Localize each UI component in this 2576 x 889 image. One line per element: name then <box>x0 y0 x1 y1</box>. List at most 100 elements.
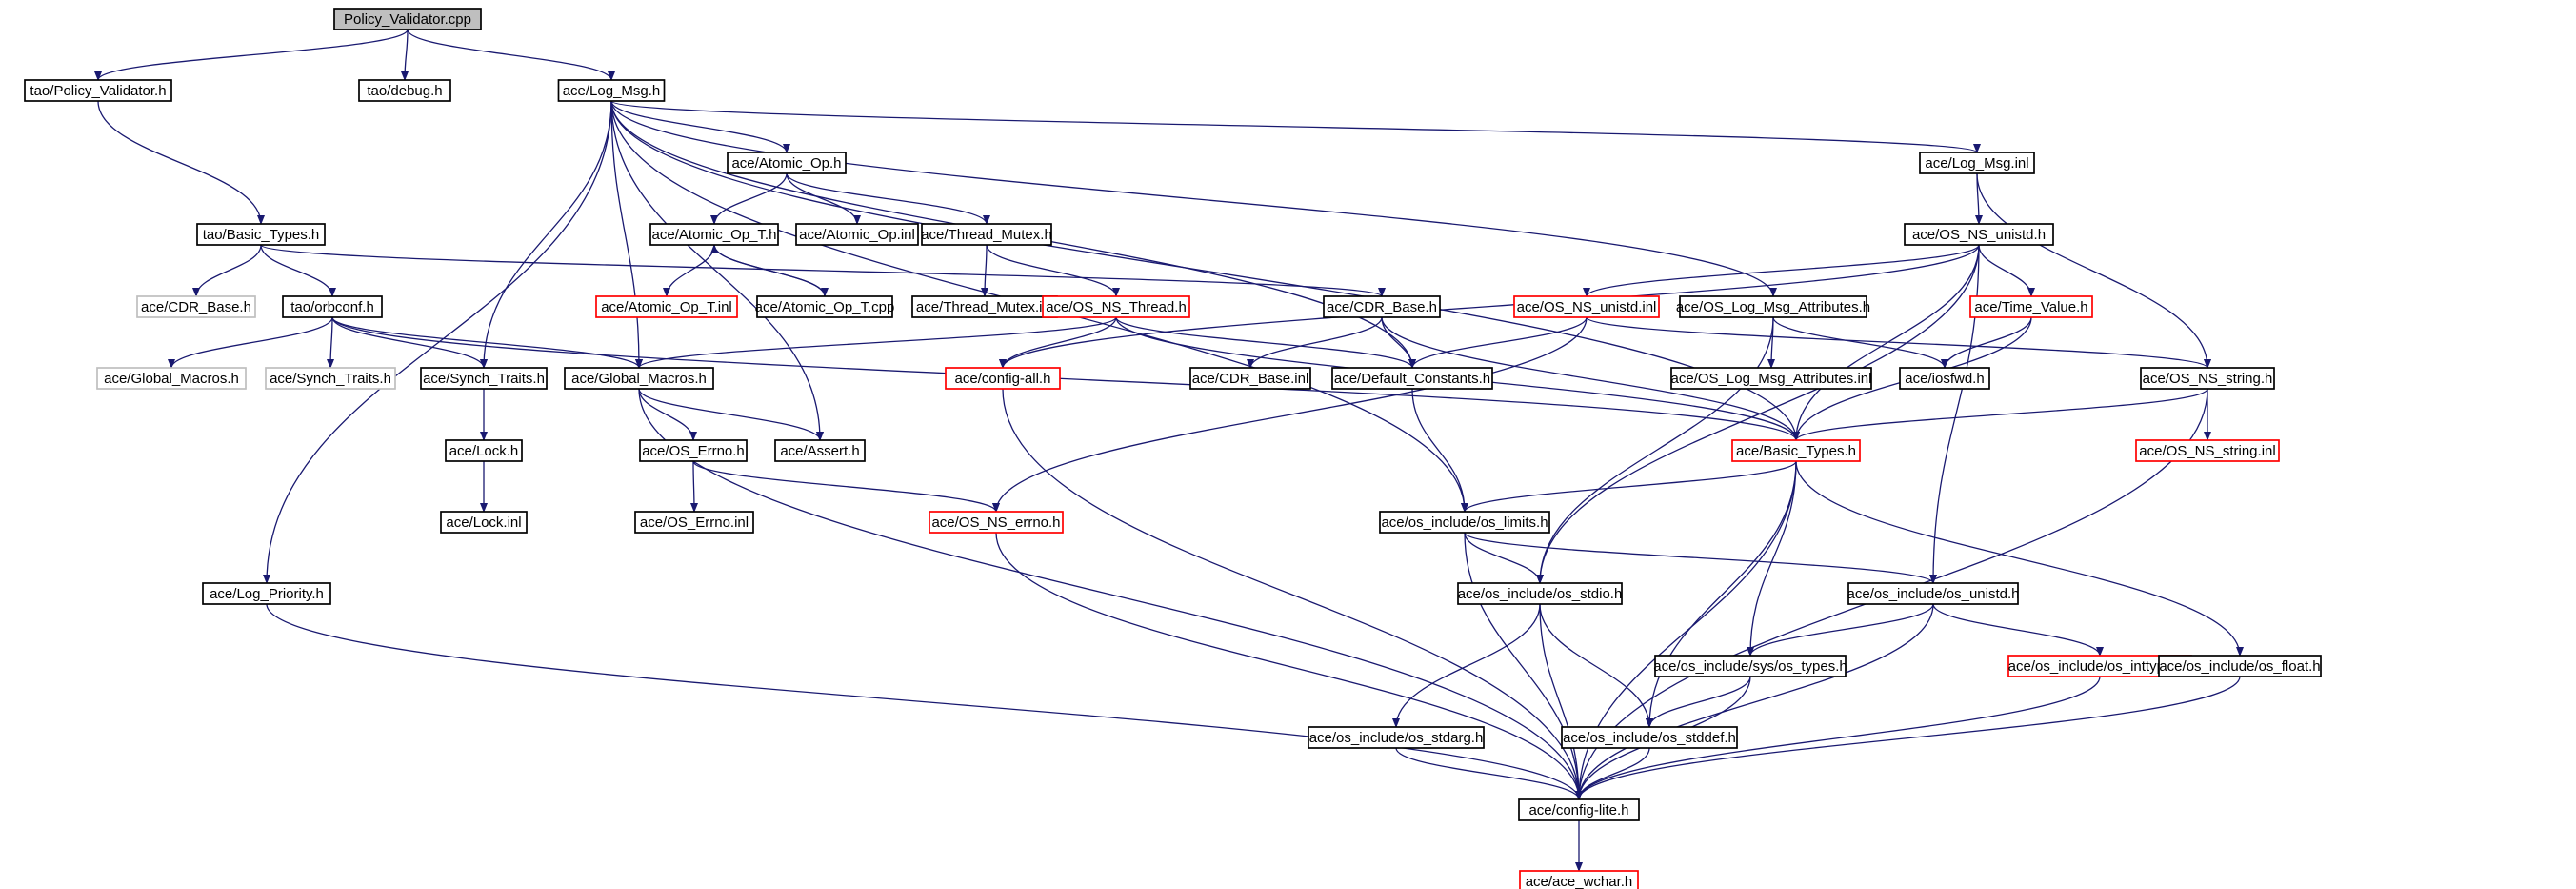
node-ace-global-macros-h[interactable]: ace/Global_Macros.h <box>96 367 247 390</box>
node-label: ace/OS_NS_Thread.h <box>1046 299 1187 315</box>
node-label: ace/Atomic_Op_T.inl <box>601 299 732 315</box>
node-label: ace/Global_Macros.h <box>571 371 707 387</box>
edge-n27-to-n39 <box>1381 316 1800 441</box>
node-box <box>24 79 172 102</box>
node-ace-time-value-h[interactable]: ace/Time_Value.h <box>1969 295 2093 318</box>
node-label: ace/CDR_Base.h <box>1327 299 1437 315</box>
edge-n44-to-n48 <box>1575 676 2101 800</box>
node-ace-lock-h[interactable]: ace/Lock.h <box>445 439 523 462</box>
edge-n1-to-n4 <box>97 100 265 225</box>
edge-n40-to-n48 <box>1464 532 1583 800</box>
node-box <box>1518 798 1640 821</box>
node-label: ace/os_include/os_limits.h <box>1381 515 1548 531</box>
node-box <box>196 223 326 246</box>
node-ace-os-errno-h[interactable]: ace/OS_Errno.h <box>639 439 748 462</box>
node-tao-policy-validator-h[interactable]: tao/Policy_Validator.h <box>24 79 172 102</box>
node-ace-cdr-base-h[interactable]: ace/CDR_Base.h <box>136 295 256 318</box>
node-ace-atomic-op-t-cpp[interactable]: ace/Atomic_Op_T.cpp <box>755 295 895 318</box>
node-tao-orbconf-h[interactable]: tao/orbconf.h <box>282 295 383 318</box>
node-box <box>1919 152 2035 174</box>
edge-n17-to-n20 <box>981 244 989 297</box>
node-ace-os-ns-thread-h[interactable]: ace/OS_NS_Thread.h <box>1042 295 1190 318</box>
node-ace-os-ns-unistd-h[interactable]: ace/OS_NS_unistd.h <box>1904 223 2054 246</box>
edge-n26-to-n48 <box>995 532 1583 800</box>
node-label: ace/Atomic_Op_T.cpp <box>755 299 895 315</box>
node-box <box>1513 295 1660 318</box>
node-ace-os-ns-string-inl[interactable]: ace/OS_NS_string.inl <box>2135 439 2280 462</box>
node-ace-log-priority-h[interactable]: ace/Log_Priority.h <box>202 582 331 605</box>
node-ace-os-errno-inl[interactable]: ace/OS_Errno.inl <box>634 511 754 534</box>
node-ace-log-msg-h[interactable]: ace/Log_Msg.h <box>557 79 666 102</box>
edge-n29-to-n40 <box>1411 388 1468 513</box>
node-box <box>202 582 331 605</box>
node-ace-atomic-op-inl[interactable]: ace/Atomic_Op.inl <box>795 223 919 246</box>
node-ace-atomic-op-t-inl[interactable]: ace/Atomic_Op_T.inl <box>595 295 738 318</box>
node-ace-lock-inl[interactable]: ace/Lock.inl <box>440 511 528 534</box>
edge-n42-to-n43 <box>1747 603 1934 657</box>
node-ace-cdr-base-h[interactable]: ace/CDR_Base.h <box>1323 295 1441 318</box>
node-ace-os-log-msg-attributes-inl[interactable]: ace/OS_Log_Msg_Attributes.inl <box>1670 367 1872 390</box>
edge-n3-to-n31 <box>610 100 1777 297</box>
node-ace-ace-wchar-h[interactable]: ace/ace_wchar.h <box>1519 870 1639 889</box>
node-ace-os-ns-errno-h[interactable]: ace/OS_NS_errno.h <box>929 511 1064 534</box>
edge-n15-to-n18 <box>663 244 715 297</box>
node-box <box>440 511 528 534</box>
node-box <box>945 367 1061 390</box>
edge-n27-to-n29 <box>1381 316 1416 369</box>
node-ace-thread-mutex-h[interactable]: ace/Thread_Mutex.h <box>921 223 1052 246</box>
node-box <box>1457 582 1623 605</box>
node-ace-atomic-op-h[interactable]: ace/Atomic_Op.h <box>727 152 847 174</box>
node-box <box>420 367 548 390</box>
node-ace-log-msg-inl[interactable]: ace/Log_Msg.inl <box>1919 152 2035 174</box>
node-ace-assert-h[interactable]: ace/Assert.h <box>774 439 866 462</box>
edge-n31-to-n33 <box>1772 316 1948 369</box>
node-ace-os-include-os-inttypes-h[interactable]: ace/os_include/os_inttypes.h <box>2007 655 2192 677</box>
node-label: ace/OS_Errno.h <box>642 443 745 459</box>
node-ace-synch-traits-h[interactable]: ace/Synch_Traits.h <box>265 367 396 390</box>
node-ace-os-include-os-stddef-h[interactable]: ace/os_include/os_stddef.h <box>1561 726 1738 749</box>
edge-n41-to-n46 <box>1392 603 1541 728</box>
node-tao-debug-h[interactable]: tao/debug.h <box>358 79 451 102</box>
node-ace-os-include-os-limits-h[interactable]: ace/os_include/os_limits.h <box>1379 511 1550 534</box>
node-ace-os-include-os-unistd-h[interactable]: ace/os_include/os_unistd.h <box>1847 582 2020 605</box>
node-ace-global-macros-h[interactable]: ace/Global_Macros.h <box>564 367 714 390</box>
node-ace-os-ns-unistd-inl[interactable]: ace/OS_NS_unistd.inl <box>1513 295 1660 318</box>
node-label: ace/Atomic_Op.inl <box>799 227 915 243</box>
node-ace-default-constants-h[interactable]: ace/Default_Constants.h <box>1331 367 1493 390</box>
node-policy-validator-cpp[interactable]: Policy_Validator.cpp <box>333 8 482 30</box>
node-ace-config-lite-h[interactable]: ace/config-lite.h <box>1518 798 1640 821</box>
node-box <box>1331 367 1493 390</box>
edge-n37-to-n39 <box>1792 388 2208 441</box>
node-ace-os-include-os-float-h[interactable]: ace/os_include/os_float.h <box>2158 655 2322 677</box>
node-label: ace/os_include/os_inttypes.h <box>2008 658 2192 675</box>
node-label: ace/OS_Errno.inl <box>640 515 749 531</box>
node-ace-basic-types-h[interactable]: ace/Basic_Types.h <box>1731 439 1861 462</box>
edge-n17-to-n21 <box>986 244 1120 297</box>
edge-n40-to-n42 <box>1464 532 1937 584</box>
node-ace-os-include-os-stdarg-h[interactable]: ace/os_include/os_stdarg.h <box>1308 726 1485 749</box>
node-label: ace/CDR_Base.h <box>141 299 251 315</box>
edge-n43-to-n47 <box>1646 676 1751 728</box>
node-label: tao/orbconf.h <box>290 299 374 315</box>
node-ace-cdr-base-inl[interactable]: ace/CDR_Base.inl <box>1189 367 1311 390</box>
node-ace-os-include-os-stdio-h[interactable]: ace/os_include/os_stdio.h <box>1457 582 1623 605</box>
node-label: ace/os_include/os_float.h <box>2159 658 2320 675</box>
node-ace-config-all-h[interactable]: ace/config-all.h <box>945 367 1061 390</box>
edge-n13-to-n48 <box>266 603 1583 800</box>
edge-n6-to-n9 <box>331 316 488 369</box>
node-ace-os-include-sys-os-types-h[interactable]: ace/os_include/sys/os_types.h <box>1653 655 1847 677</box>
node-ace-os-ns-string-h[interactable]: ace/OS_NS_string.h <box>2140 367 2275 390</box>
node-ace-os-log-msg-attributes-h[interactable]: ace/OS_Log_Msg_Attributes.h <box>1676 295 1870 318</box>
node-ace-synch-traits-h[interactable]: ace/Synch_Traits.h <box>420 367 548 390</box>
node-ace-iosfwd-h[interactable]: ace/iosfwd.h <box>1899 367 1990 390</box>
node-tao-basic-types-h[interactable]: tao/Basic_Types.h <box>196 223 326 246</box>
node-label: ace/Time_Value.h <box>1974 299 2087 315</box>
edge-n4-to-n27 <box>260 244 1386 297</box>
node-label: ace/OS_NS_string.inl <box>2139 443 2275 459</box>
node-ace-atomic-op-t-h[interactable]: ace/Atomic_Op_T.h <box>649 223 779 246</box>
node-ace-thread-mutex-inl[interactable]: ace/Thread_Mutex.inl <box>911 295 1058 318</box>
node-box <box>795 223 919 246</box>
edge-n39-to-n45 <box>1795 460 2244 657</box>
node-label: ace/os_include/os_unistd.h <box>1847 586 2020 602</box>
edge-n21-to-n10 <box>635 316 1117 369</box>
